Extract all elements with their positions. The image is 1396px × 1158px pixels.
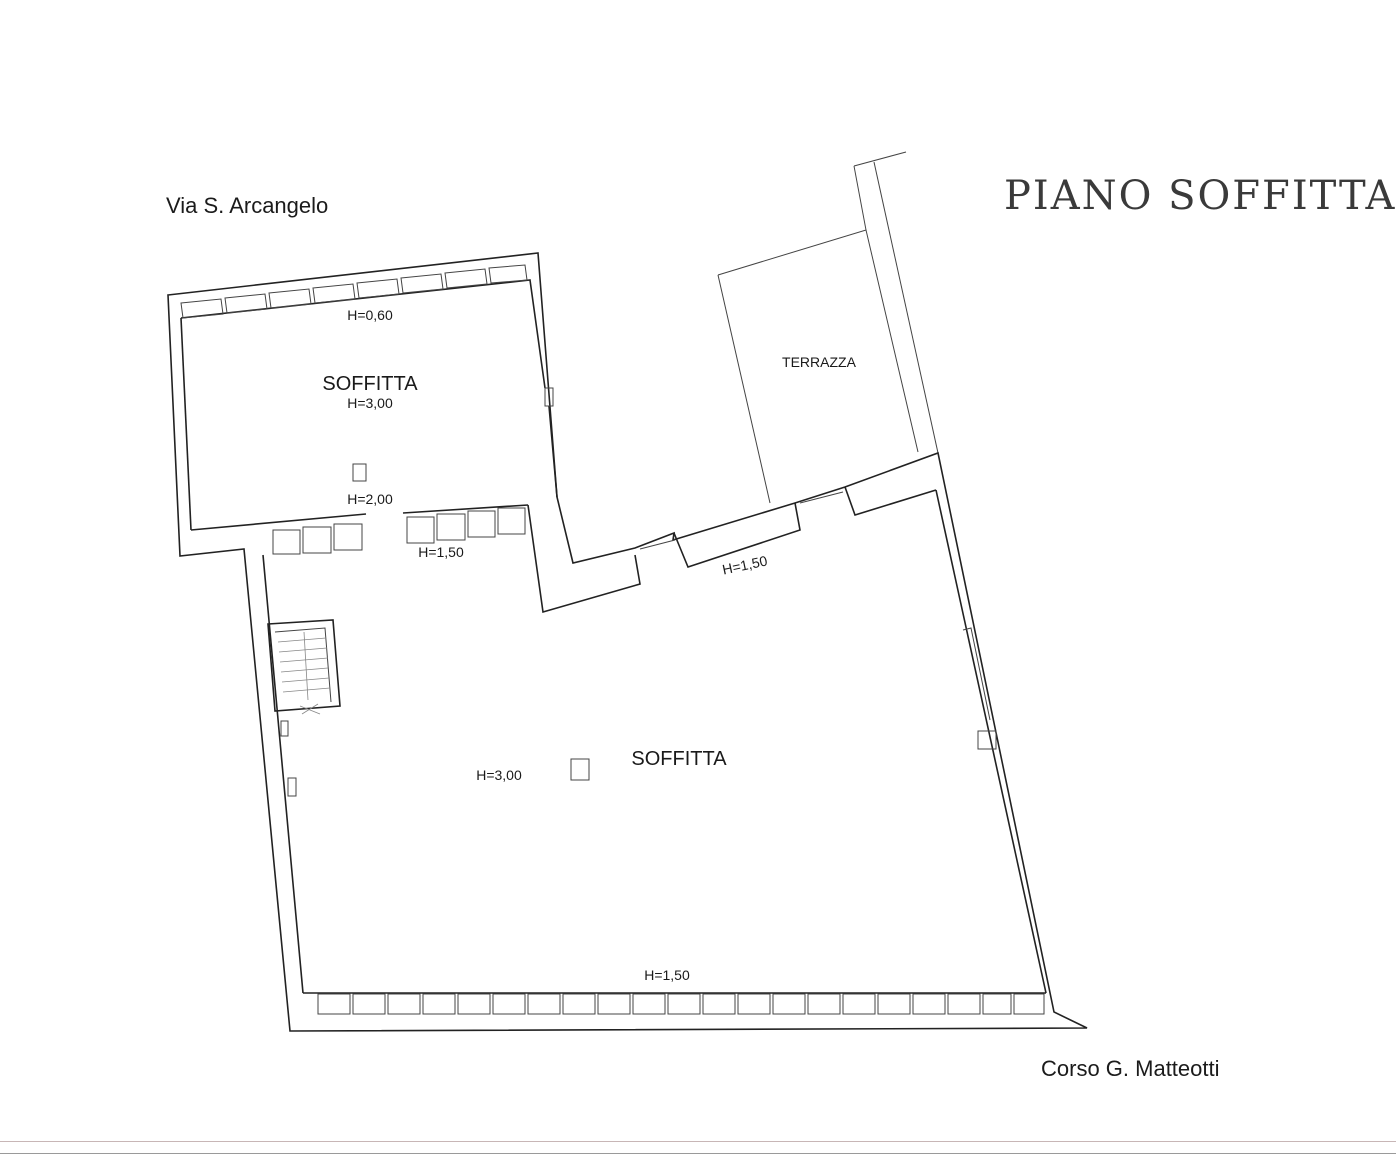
street-label-bottom: Corso G. Matteotti — [1041, 1056, 1220, 1081]
upper-attic-label: SOFFITTA — [322, 373, 418, 395]
upper-window-row — [180, 264, 528, 319]
terrace-outline — [717, 151, 939, 504]
sheet-edge-line-lower — [0, 1153, 1396, 1154]
main-front-height-label: H=1,50 — [644, 967, 690, 983]
staircase — [267, 619, 341, 715]
main-attic-label: SOFFITTA — [631, 748, 727, 770]
lower-window-row — [317, 993, 1045, 1015]
pillars — [352, 463, 590, 781]
upper-pillar-height-label: H=2,00 — [347, 491, 393, 507]
main-attic-height-label: H=3,00 — [476, 767, 522, 783]
terrace-label: TERRAZZA — [782, 354, 857, 370]
wall-niches — [280, 627, 997, 797]
street-label-top: Via S. Arcangelo — [166, 193, 329, 218]
upper-front-height-label: H=0,60 — [347, 307, 393, 323]
plan-title: PIANO SOFFITTA — [1004, 173, 1396, 219]
outer-walls — [167, 252, 1088, 1032]
sheet-edge-line — [0, 1141, 1396, 1142]
right-side-height-label: H=1,50 — [721, 552, 769, 577]
main-attic-inner-walls — [262, 486, 1047, 994]
upper-attic-height-label: H=3,00 — [347, 395, 393, 411]
passage-bays — [272, 507, 526, 555]
passage-height-label: H=1,50 — [418, 544, 464, 560]
